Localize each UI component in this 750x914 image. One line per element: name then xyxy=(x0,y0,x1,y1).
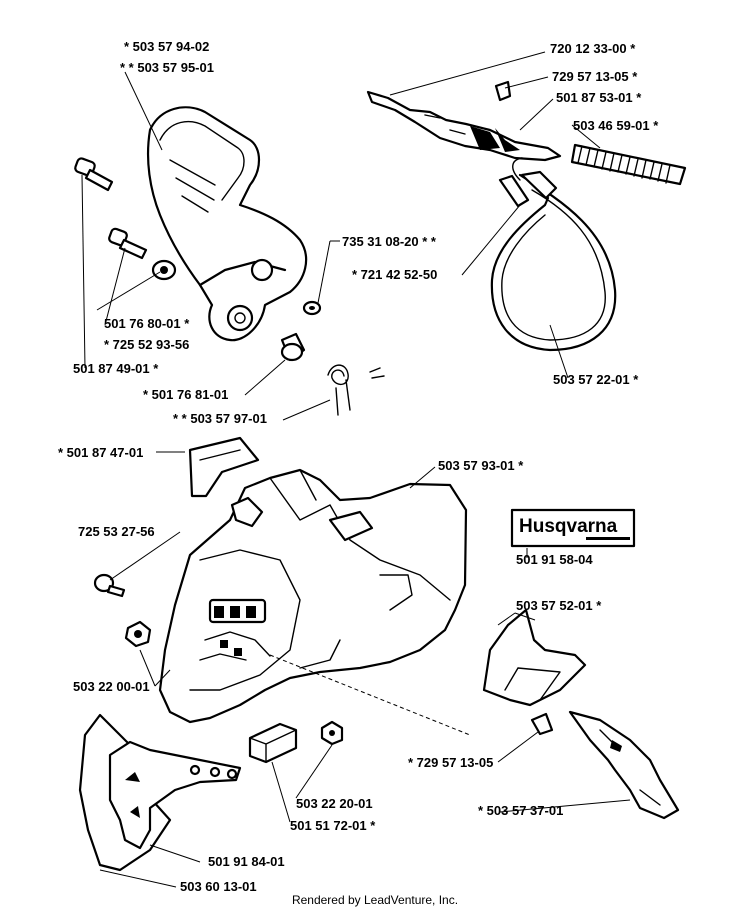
label-725529356: * 725 52 93-56 xyxy=(104,337,189,352)
label-503579501: * * 503 57 95-01 xyxy=(120,60,214,75)
label-503579301: 503 57 93-01 * xyxy=(438,458,524,473)
footer-credit: Rendered by LeadVenture, Inc. xyxy=(291,893,459,907)
label-729571305-bottom: * 729 57 13-05 xyxy=(408,755,493,770)
brake-lever xyxy=(366,90,562,162)
label-735310820: 735 31 08-20 * * xyxy=(342,234,437,249)
label-501874901: 501 87 49-01 * xyxy=(73,361,159,376)
spring-503579701 xyxy=(327,364,385,416)
label-503575201: 503 57 52-01 * xyxy=(516,598,602,613)
husqvarna-decal: Husqvarna xyxy=(510,508,636,548)
label-501517201: 501 51 72-01 * xyxy=(290,818,376,833)
label-501768101: * 501 76 81-01 xyxy=(143,387,228,402)
label-725532756: 725 53 27-56 xyxy=(78,524,155,539)
part-labels: * 503 57 94-02 * * 503 57 95-01 720 12 3… xyxy=(58,39,659,894)
nut-503222001 xyxy=(320,720,344,746)
label-503601301: 503 60 13-01 xyxy=(180,879,257,894)
label-720123300: 720 12 33-00 * xyxy=(550,41,636,56)
screw-501874901 xyxy=(74,157,114,192)
label-501768001: 501 76 80-01 * xyxy=(104,316,190,331)
label-503579701: * * 503 57 97-01 xyxy=(173,411,267,426)
label-503220001: 503 22 00-01 xyxy=(73,679,150,694)
label-501918401: 501 91 84-01 xyxy=(208,854,285,869)
screw-725532756 xyxy=(93,573,126,598)
chain-catcher-503573701 xyxy=(568,710,680,820)
screw-729571305b xyxy=(530,712,554,736)
label-729571305-top: 729 57 13-05 * xyxy=(552,69,638,84)
chain-brake-handle xyxy=(146,106,308,342)
spring-503465901 xyxy=(570,143,687,186)
clutch-cover-503579301 xyxy=(158,468,468,724)
plate-501874701 xyxy=(188,436,260,498)
brake-band-503572201 xyxy=(490,157,617,352)
label-501915804: 501 91 58-04 xyxy=(516,552,593,567)
pin-729571305 xyxy=(494,80,512,102)
screw-725529356 xyxy=(108,227,148,260)
leader-lines xyxy=(81,51,631,888)
label-503465901: 503 46 59-01 * xyxy=(573,118,659,133)
label-721425250: * 721 42 52-50 xyxy=(352,267,437,282)
plate-501918401 xyxy=(108,740,242,850)
label-503572201: 503 57 22-01 * xyxy=(553,372,639,387)
bushing-501768101 xyxy=(280,332,306,362)
pin-721425250 xyxy=(498,174,530,208)
label-501874701: * 501 87 47-01 xyxy=(58,445,143,460)
chain-guard-503575201 xyxy=(482,608,587,707)
decal-brand-text: Husqvarna xyxy=(519,516,618,537)
label-501875301: 501 87 53-01 * xyxy=(556,90,642,105)
block-501517201 xyxy=(248,722,298,764)
label-503222001: 503 22 20-01 xyxy=(296,796,373,811)
label-503573701: * 503 57 37-01 xyxy=(478,803,563,818)
label-503579402: * 503 57 94-02 xyxy=(124,39,209,54)
bushing-501768001 xyxy=(151,259,177,281)
nut-503220001 xyxy=(124,620,152,648)
washer-735310820 xyxy=(302,300,322,316)
